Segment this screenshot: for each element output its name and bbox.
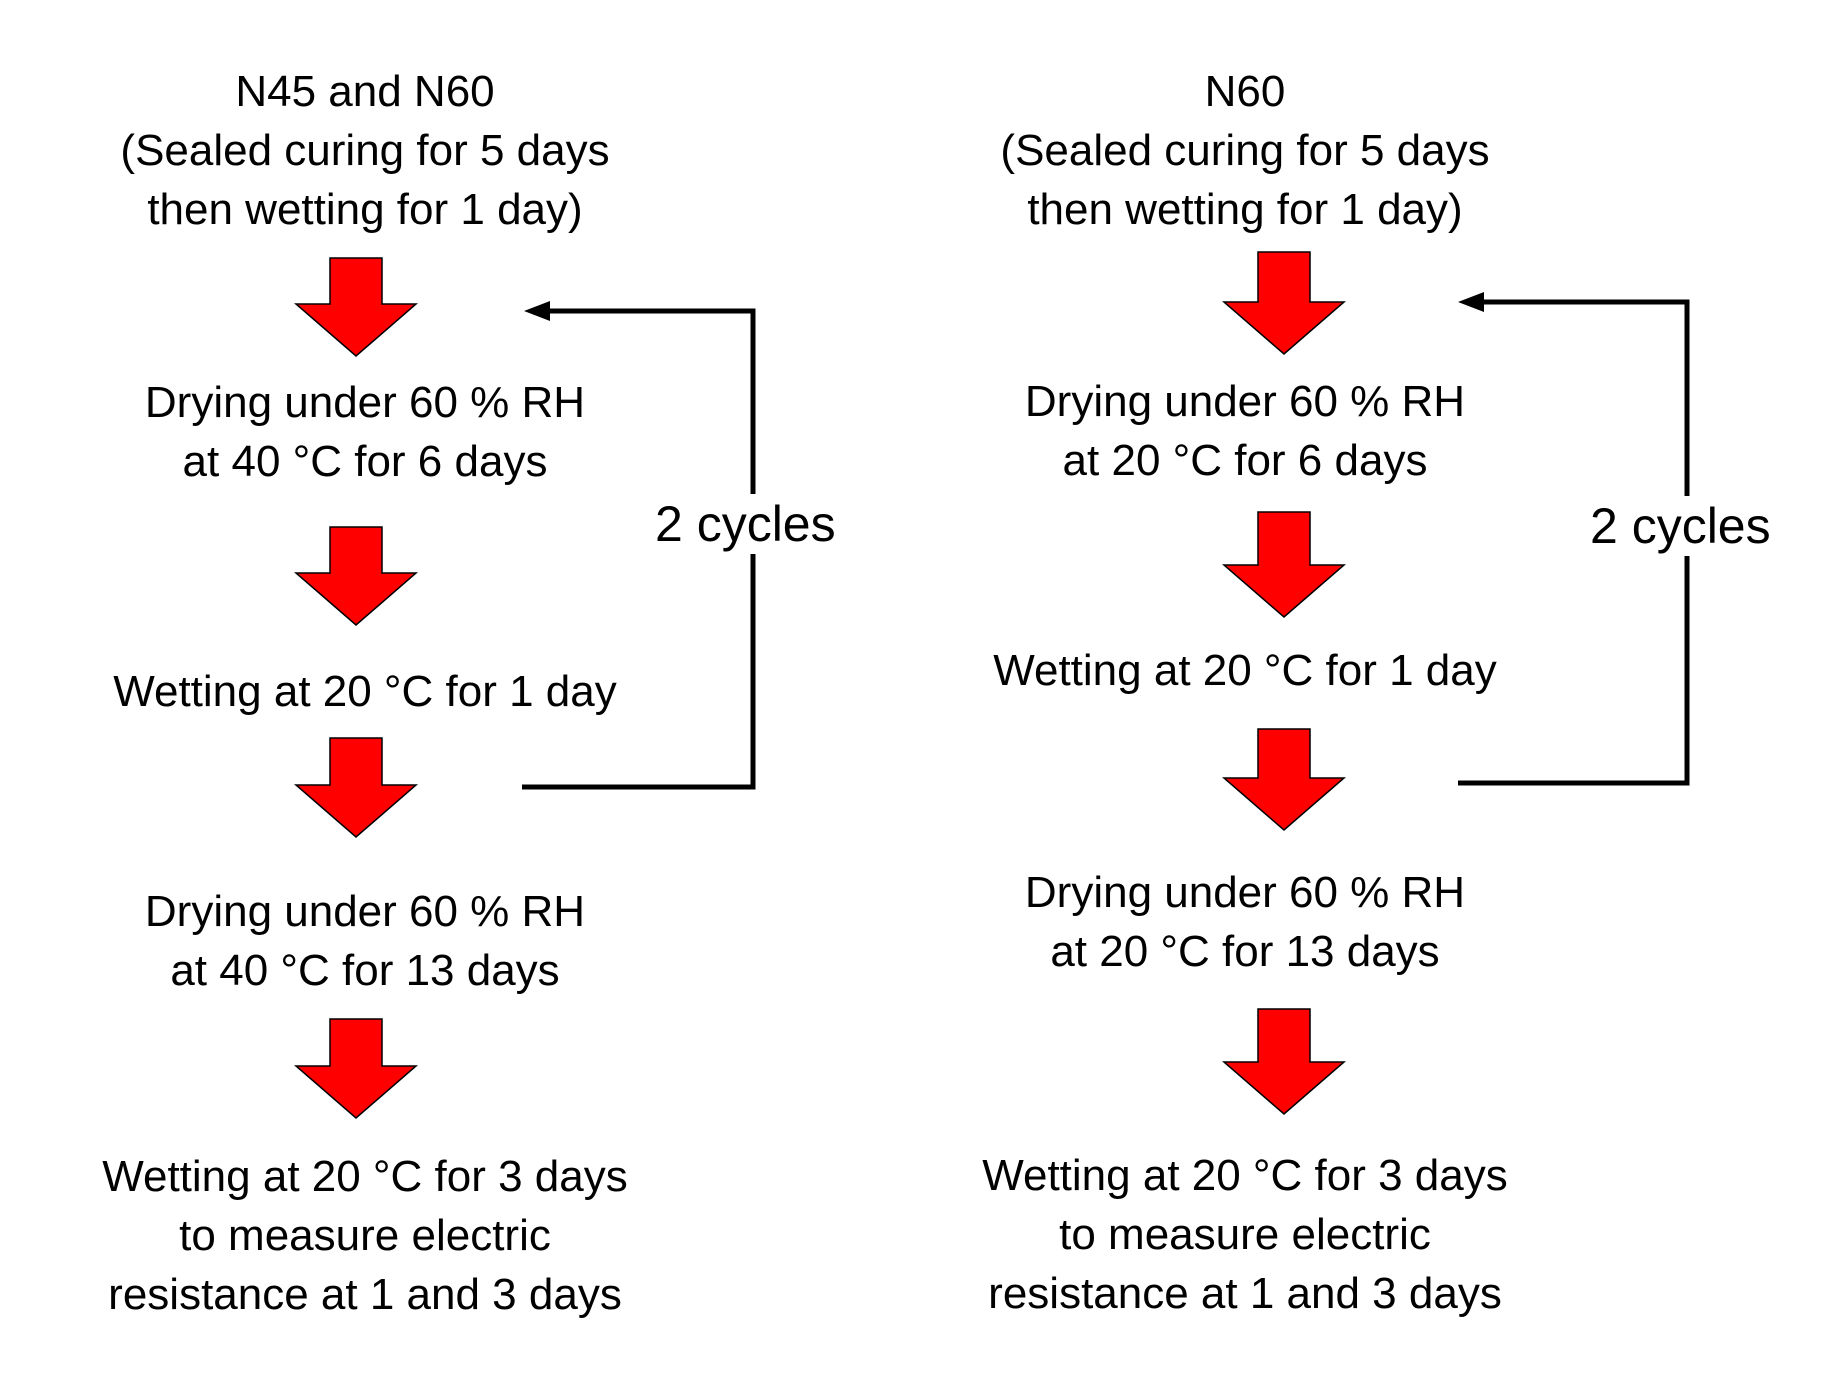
step-text-line: (Sealed curing for 5 days [120, 126, 610, 175]
cycle-count-label: 2 cycles [655, 494, 836, 554]
step-text-line: Drying under 60 % RH [144, 887, 586, 936]
step-start: N60 (Sealed curing for 5 days then wetti… [920, 62, 1570, 239]
step-text-line: Drying under 60 % RH [1024, 868, 1466, 917]
return-arrow-icon [522, 301, 756, 790]
step-final-wetting: Wetting at 20 °C for 3 days to measure e… [60, 1147, 670, 1324]
step-text-line: at 40 °C for 6 days [182, 437, 548, 486]
step-text-line: resistance at 1 and 3 days [988, 1269, 1502, 1318]
step-text-line: N60 [1204, 67, 1286, 116]
step-drying-13-days: Drying under 60 % RH at 40 °C for 13 day… [60, 882, 670, 1000]
cycle-count-label: 2 cycles [1590, 496, 1771, 556]
step-text-line: (Sealed curing for 5 days [1000, 126, 1490, 175]
right-flowchart: N60 (Sealed curing for 5 days then wetti… [920, 0, 1848, 1375]
step-text-line: Wetting at 20 °C for 3 days [982, 1151, 1508, 1200]
step-text-line: at 40 °C for 13 days [170, 946, 560, 995]
step-text-line: Wetting at 20 °C for 3 days [102, 1152, 628, 1201]
down-arrow-icon [293, 257, 419, 357]
step-text-line: at 20 °C for 6 days [1062, 436, 1428, 485]
step-start: N45 and N60 (Sealed curing for 5 days th… [60, 62, 670, 239]
step-text-line: then wetting for 1 day) [1027, 185, 1463, 234]
step-text-line: then wetting for 1 day) [147, 185, 583, 234]
down-arrow-icon [1221, 511, 1347, 618]
down-arrow-icon [1221, 251, 1347, 355]
step-drying-6-days: Drying under 60 % RH at 20 °C for 6 days [920, 372, 1570, 490]
down-arrow-icon [1221, 728, 1347, 831]
down-arrow-icon [1221, 1008, 1347, 1115]
step-text-line: Drying under 60 % RH [1024, 377, 1466, 426]
step-text-line: at 20 °C for 13 days [1050, 927, 1440, 976]
down-arrow-icon [293, 737, 419, 838]
step-drying-13-days: Drying under 60 % RH at 20 °C for 13 day… [920, 863, 1570, 981]
down-arrow-icon [293, 526, 419, 626]
step-wetting-1-day: Wetting at 20 °C for 1 day [60, 662, 670, 721]
step-text-line: to measure electric [179, 1211, 551, 1260]
step-text-line: Drying under 60 % RH [144, 378, 586, 427]
return-arrow-icon [1458, 292, 1690, 786]
step-text-line: N45 and N60 [235, 67, 495, 116]
step-wetting-1-day: Wetting at 20 °C for 1 day [920, 641, 1570, 700]
step-text-line: Wetting at 20 °C for 1 day [113, 667, 617, 716]
step-final-wetting: Wetting at 20 °C for 3 days to measure e… [920, 1146, 1570, 1323]
step-text-line: to measure electric [1059, 1210, 1431, 1259]
left-flowchart: N45 and N60 (Sealed curing for 5 days th… [0, 0, 920, 1375]
down-arrow-icon [293, 1018, 419, 1119]
step-text-line: resistance at 1 and 3 days [108, 1270, 622, 1319]
step-text-line: Wetting at 20 °C for 1 day [993, 646, 1497, 695]
step-drying-6-days: Drying under 60 % RH at 40 °C for 6 days [60, 373, 670, 491]
